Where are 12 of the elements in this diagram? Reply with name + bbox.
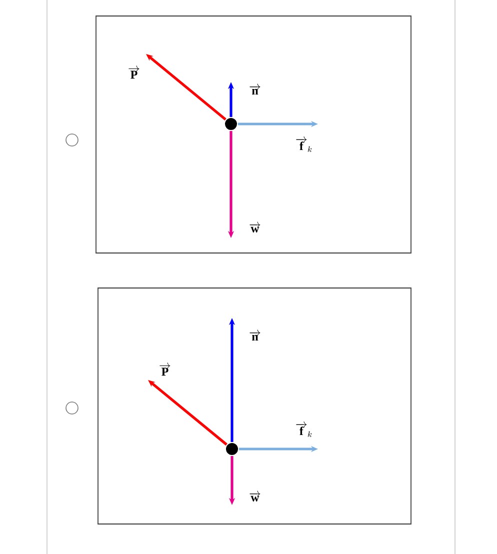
force-label: $\overrightarrow{\mathbf{f}}_k$	[294, 421, 314, 438]
force-label: $\overrightarrow{\mathbf{P}}$	[158, 362, 172, 377]
body-dot	[224, 117, 238, 131]
diagram-panel	[96, 16, 412, 254]
body-dot	[225, 442, 239, 456]
force-label: $\overrightarrow{\mathbf{w}}$	[248, 222, 262, 234]
force-label: $\overrightarrow{\mathbf{n}}$	[248, 330, 262, 342]
force-label: $\overrightarrow{\mathbf{f}}_k$	[294, 136, 314, 153]
force-label: $\overrightarrow{\mathbf{w}}$	[248, 490, 262, 503]
force-label: $\overrightarrow{\mathbf{P}}$	[127, 66, 141, 80]
force-label: $\overrightarrow{\mathbf{n}}$	[248, 84, 262, 96]
diagram-panel	[98, 288, 412, 524]
